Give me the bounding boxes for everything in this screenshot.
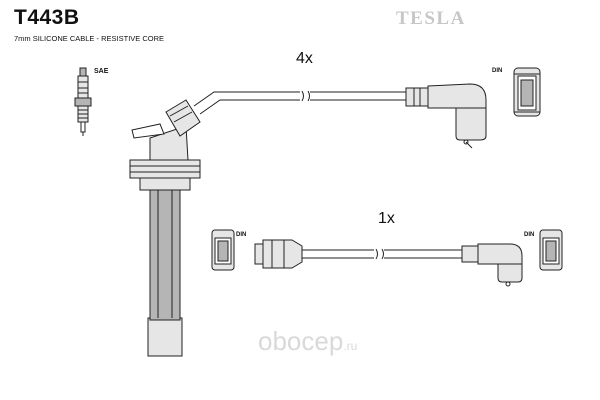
- part-code: T443B: [14, 6, 80, 29]
- spark-plug-standard-label: SAE: [94, 68, 109, 75]
- din-terminal-right-icon: [539, 229, 563, 271]
- short-cable: [254, 239, 464, 269]
- din-label-right: DIN: [524, 232, 535, 238]
- long-plug-boot: [129, 99, 201, 357]
- quantity-long-set: 4x: [296, 50, 313, 67]
- spark-plug-icon: [74, 67, 92, 136]
- din-label-left: DIN: [236, 232, 247, 238]
- long-cable: [193, 90, 408, 115]
- din-label-top: DIN: [492, 68, 503, 74]
- din-boot-right: [461, 243, 523, 287]
- brand-logo: TESLA: [396, 8, 466, 29]
- din-boot-top: [405, 83, 487, 149]
- din-terminal-top-icon: [513, 67, 541, 117]
- watermark: obocep.ru: [258, 326, 358, 356]
- din-terminal-left-icon: [211, 229, 235, 271]
- cable-spec: 7mm SILICONE CABLE - RESISTIVE CORE: [14, 34, 165, 43]
- quantity-short-set: 1x: [378, 210, 395, 227]
